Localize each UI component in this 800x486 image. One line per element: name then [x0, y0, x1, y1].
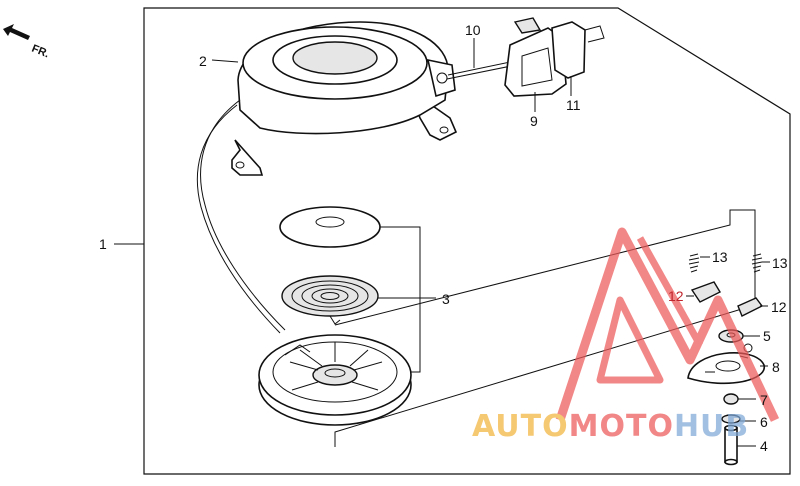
- watermark-logo-icon: [555, 227, 780, 422]
- callout-13-left: 13: [712, 249, 728, 265]
- starter-grip: [504, 17, 567, 97]
- callout-5: 5: [763, 328, 771, 344]
- svg-text:AUTOMOTOHUB: AUTOMOTOHUB: [472, 409, 749, 444]
- callout-12-left: 12: [668, 288, 684, 304]
- recoil-spring: [281, 275, 379, 325]
- shaft-4: [724, 424, 738, 466]
- callout-13-right: 13: [772, 255, 788, 271]
- assembly-frame: [143, 7, 791, 475]
- callout-7: 7: [760, 392, 768, 408]
- watermark-auto: AUTO: [472, 409, 569, 444]
- front-direction-label: FR.: [30, 43, 51, 61]
- starter-housing: [231, 21, 458, 176]
- ratchet-pawl-left: [690, 281, 721, 303]
- callout-9: 9: [530, 113, 538, 129]
- brand-watermark: AUTOMOTOHUB: [472, 227, 780, 444]
- callout-6: 6: [760, 414, 768, 430]
- callout-12-right: 12: [771, 299, 787, 315]
- lower-assembly-bracket: [334, 209, 756, 447]
- ratchet-pawl-right: [737, 297, 764, 317]
- screw-7: [723, 393, 739, 405]
- spring-cover-plate: [279, 206, 381, 248]
- callout-10: 10: [465, 22, 481, 38]
- callout-2: 2: [199, 53, 207, 69]
- washer-6: [721, 414, 741, 424]
- callout-3: 3: [442, 291, 450, 307]
- grip-insert: [551, 21, 605, 79]
- leader-lines: [114, 38, 770, 447]
- ratchet-spring-right: [751, 253, 763, 273]
- callout-11: 11: [566, 97, 581, 113]
- callout-1: 1: [99, 236, 107, 252]
- starter-reel: [258, 334, 412, 426]
- watermark-hub: HUB: [674, 409, 749, 444]
- callout-8: 8: [772, 359, 780, 375]
- front-direction-arrow-icon: [3, 24, 30, 40]
- starter-rope: [200, 99, 286, 331]
- ratchet-spring-left: [688, 253, 700, 273]
- callout-4: 4: [760, 438, 768, 454]
- watermark-moto: MOTO: [569, 409, 674, 444]
